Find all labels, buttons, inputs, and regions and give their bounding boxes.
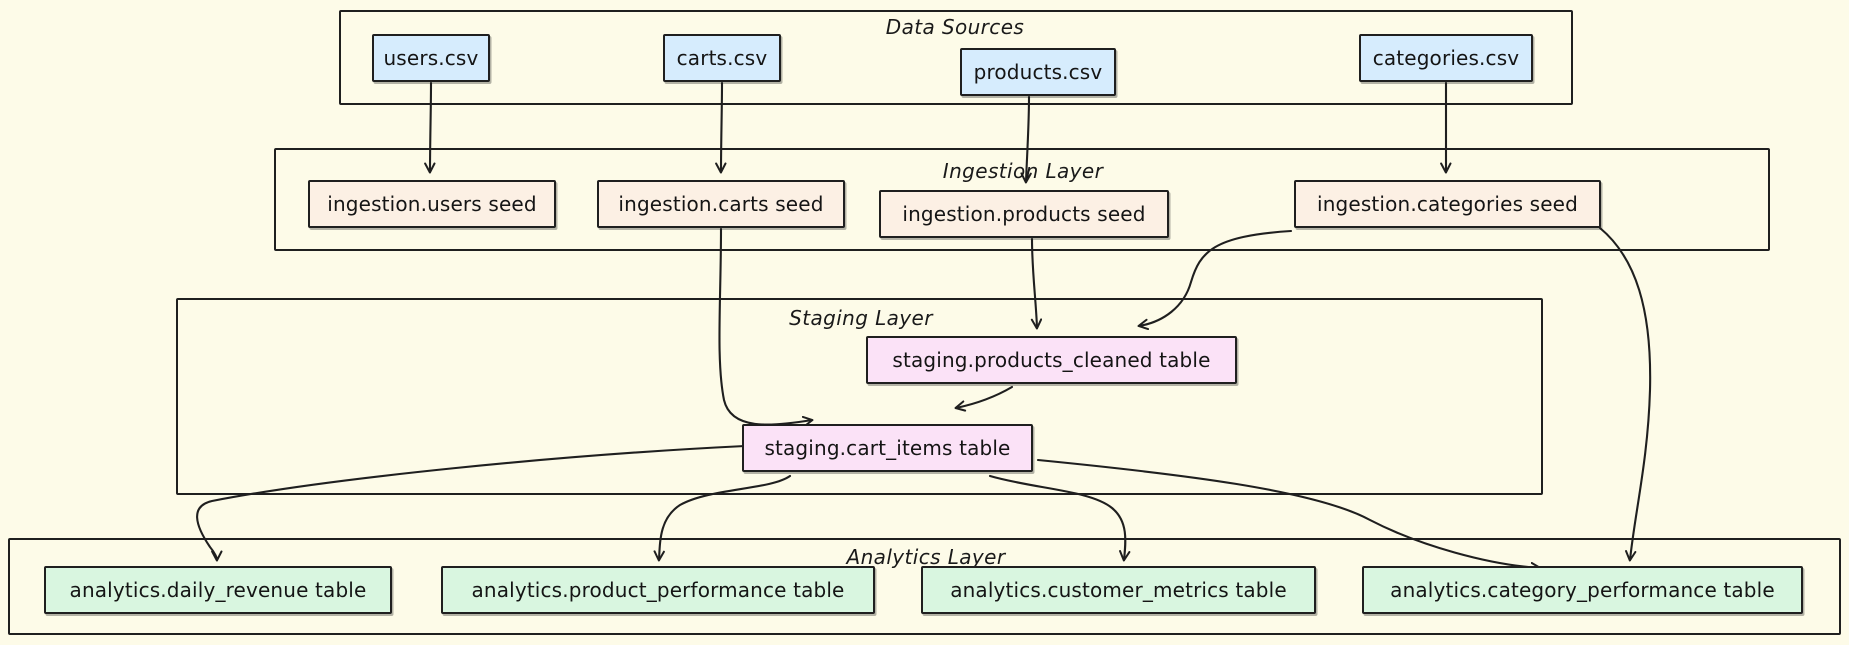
group-label-staging-layer: Staging Layer xyxy=(789,306,933,330)
node-analytics-customer-metrics-table[interactable]: analytics.customer_metrics table xyxy=(921,566,1316,614)
node-categories-csv[interactable]: categories.csv xyxy=(1359,34,1533,82)
group-frame-data-sources xyxy=(339,10,1573,105)
node-ingestion-carts-seed[interactable]: ingestion.carts seed xyxy=(597,180,845,228)
group-frame-analytics-layer xyxy=(8,538,1841,635)
node-analytics-category-performance-table[interactable]: analytics.category_performance table xyxy=(1362,566,1803,614)
edge-ingestion-categories-to-analytics-category-performance xyxy=(1598,226,1652,562)
group-label-analytics-layer: Analytics Layer xyxy=(846,545,1006,569)
group-label-ingestion-layer: Ingestion Layer xyxy=(942,159,1104,183)
node-analytics-daily-revenue-table[interactable]: analytics.daily_revenue table xyxy=(44,566,392,614)
node-staging-products-cleaned-table[interactable]: staging.products_cleaned table xyxy=(866,336,1237,384)
node-ingestion-users-seed[interactable]: ingestion.users seed xyxy=(308,180,556,228)
node-carts-csv[interactable]: carts.csv xyxy=(663,34,781,82)
group-frame-ingestion-layer xyxy=(274,148,1770,251)
group-frame-staging-layer xyxy=(176,298,1543,495)
node-analytics-product-performance-table[interactable]: analytics.product_performance table xyxy=(441,566,875,614)
node-ingestion-categories-seed[interactable]: ingestion.categories seed xyxy=(1294,180,1601,228)
node-products-csv[interactable]: products.csv xyxy=(960,48,1116,96)
node-staging-cart-items-table[interactable]: staging.cart_items table xyxy=(742,424,1033,472)
node-users-csv[interactable]: users.csv xyxy=(372,34,490,82)
group-label-data-sources: Data Sources xyxy=(885,15,1025,39)
node-ingestion-products-seed[interactable]: ingestion.products seed xyxy=(879,190,1169,238)
